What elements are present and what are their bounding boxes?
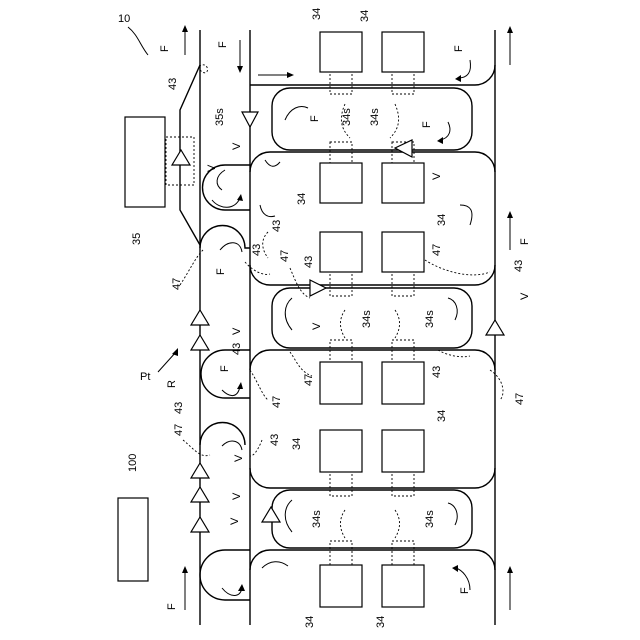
- bay-loop-c: [272, 490, 472, 548]
- bay-lower-bottom: [250, 468, 495, 488]
- label-10: 10: [118, 13, 130, 25]
- label-V: V: [231, 142, 243, 150]
- bay-bottom: [250, 550, 495, 570]
- equipment-34: [382, 430, 424, 472]
- reference-labels: 10 F F 43 35s V V 35 34 34 F F 34s 34s F…: [118, 8, 531, 628]
- label-47: 47: [171, 278, 183, 290]
- label-V: V: [311, 322, 323, 330]
- rail-loop-4: [200, 423, 245, 445]
- label-R: R: [166, 380, 178, 388]
- bay-upper-bottom: [250, 265, 495, 285]
- label-V: V: [519, 292, 531, 300]
- label-F: F: [166, 603, 178, 610]
- label-100: 100: [127, 454, 139, 472]
- label-F: F: [309, 115, 321, 122]
- label-F: F: [421, 121, 433, 128]
- bay-upper: [250, 152, 495, 172]
- label-43: 43: [513, 260, 525, 272]
- label-F: F: [219, 365, 231, 372]
- station-box-35: [125, 117, 165, 207]
- equipment-34: [320, 232, 362, 272]
- rail-loop-3: [201, 350, 250, 398]
- label-47: 47: [279, 250, 291, 262]
- vehicle-icon: [191, 487, 209, 502]
- label-43: 43: [431, 366, 443, 378]
- label-34s: 34s: [424, 310, 436, 328]
- label-F: F: [215, 268, 227, 275]
- label-Pt: Pt: [140, 371, 150, 383]
- label-F: F: [459, 587, 471, 594]
- label-34s: 34s: [369, 108, 381, 126]
- vehicle-icon: [172, 150, 190, 165]
- label-34: 34: [304, 616, 316, 628]
- equipment-34: [320, 430, 362, 472]
- controller-box-100: [118, 498, 148, 581]
- label-F: F: [159, 45, 171, 52]
- equipment-34: [382, 32, 424, 72]
- label-V: V: [231, 327, 243, 335]
- label-34s: 34s: [341, 108, 353, 126]
- label-43: 43: [269, 434, 281, 446]
- vehicle-icon: [191, 517, 209, 532]
- label-F: F: [519, 238, 531, 245]
- label-34: 34: [291, 438, 303, 450]
- label-34s: 34s: [361, 310, 373, 328]
- label-V: V: [206, 164, 218, 172]
- vehicle-icon: [191, 463, 209, 478]
- label-34: 34: [359, 10, 371, 22]
- vehicle-icon: [310, 280, 326, 296]
- label-35: 35: [131, 233, 143, 245]
- equipment-34: [320, 163, 362, 203]
- label-43: 43: [173, 402, 185, 414]
- equipment-34: [382, 565, 424, 607]
- rail-loop-5: [200, 550, 250, 600]
- vehicle-icon: [191, 310, 209, 325]
- label-34s: 34s: [311, 510, 323, 528]
- label-V: V: [233, 454, 245, 462]
- label-F: F: [217, 41, 229, 48]
- equipment-34: [320, 32, 362, 72]
- label-34: 34: [296, 193, 308, 205]
- label-V: V: [231, 492, 243, 500]
- equipment-34: [382, 362, 424, 404]
- vehicle-icon: [262, 507, 280, 522]
- label-34: 34: [375, 616, 387, 628]
- label-34: 34: [436, 214, 448, 226]
- equipment-34: [382, 232, 424, 272]
- equipment-34: [382, 163, 424, 203]
- label-43: 43: [251, 244, 263, 256]
- label-43: 43: [167, 78, 179, 90]
- label-43: 43: [271, 220, 283, 232]
- label-35s: 35s: [214, 108, 226, 126]
- label-34: 34: [436, 410, 448, 422]
- vehicle-icon: [486, 320, 504, 335]
- vehicle-icon: [191, 335, 209, 350]
- vehicle-icon: [395, 140, 412, 157]
- label-47: 47: [431, 244, 443, 256]
- bay-lower: [250, 350, 495, 370]
- vehicle-icon: [242, 112, 258, 127]
- label-43: 43: [303, 256, 315, 268]
- label-47: 47: [303, 374, 315, 386]
- label-34s: 34s: [424, 510, 436, 528]
- label-47: 47: [173, 424, 185, 436]
- label-34: 34: [311, 8, 323, 20]
- equipment-34: [320, 362, 362, 404]
- label-47: 47: [271, 396, 283, 408]
- equipment-34: [320, 565, 362, 607]
- label-43: 43: [231, 343, 243, 355]
- label-47: 47: [514, 393, 526, 405]
- label-V: V: [431, 172, 443, 180]
- label-F: F: [453, 45, 465, 52]
- label-V: V: [229, 517, 241, 525]
